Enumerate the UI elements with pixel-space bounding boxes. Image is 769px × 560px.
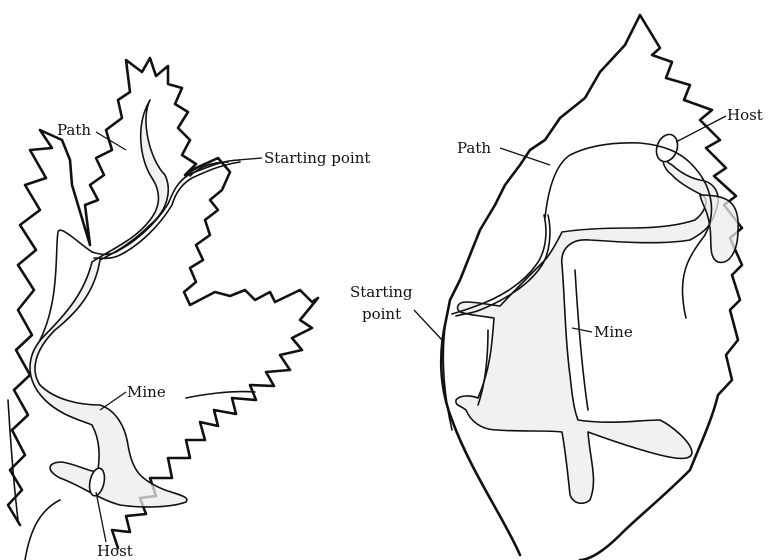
left-leaf-vein-2 <box>186 392 255 398</box>
left-mine <box>30 100 187 507</box>
right-leaf <box>441 15 742 560</box>
left-leaf <box>8 58 318 560</box>
left-label-mine: Mine <box>127 383 166 401</box>
left-label-host: Host <box>97 542 133 560</box>
right-label-path: Path <box>457 139 491 157</box>
right-mine-main <box>456 145 718 503</box>
left-path-2 <box>92 160 240 254</box>
right-label-starting-2: point <box>362 305 401 323</box>
right-mine-inner <box>575 270 588 410</box>
left-label-path: Path <box>57 121 91 139</box>
left-leaf-vein-3 <box>25 500 60 560</box>
right-label-starting-1: Starting <box>350 283 413 301</box>
left-label-starting-point: Starting point <box>264 149 370 167</box>
right-label-host: Host <box>727 106 763 124</box>
right-label-mine: Mine <box>594 323 633 341</box>
